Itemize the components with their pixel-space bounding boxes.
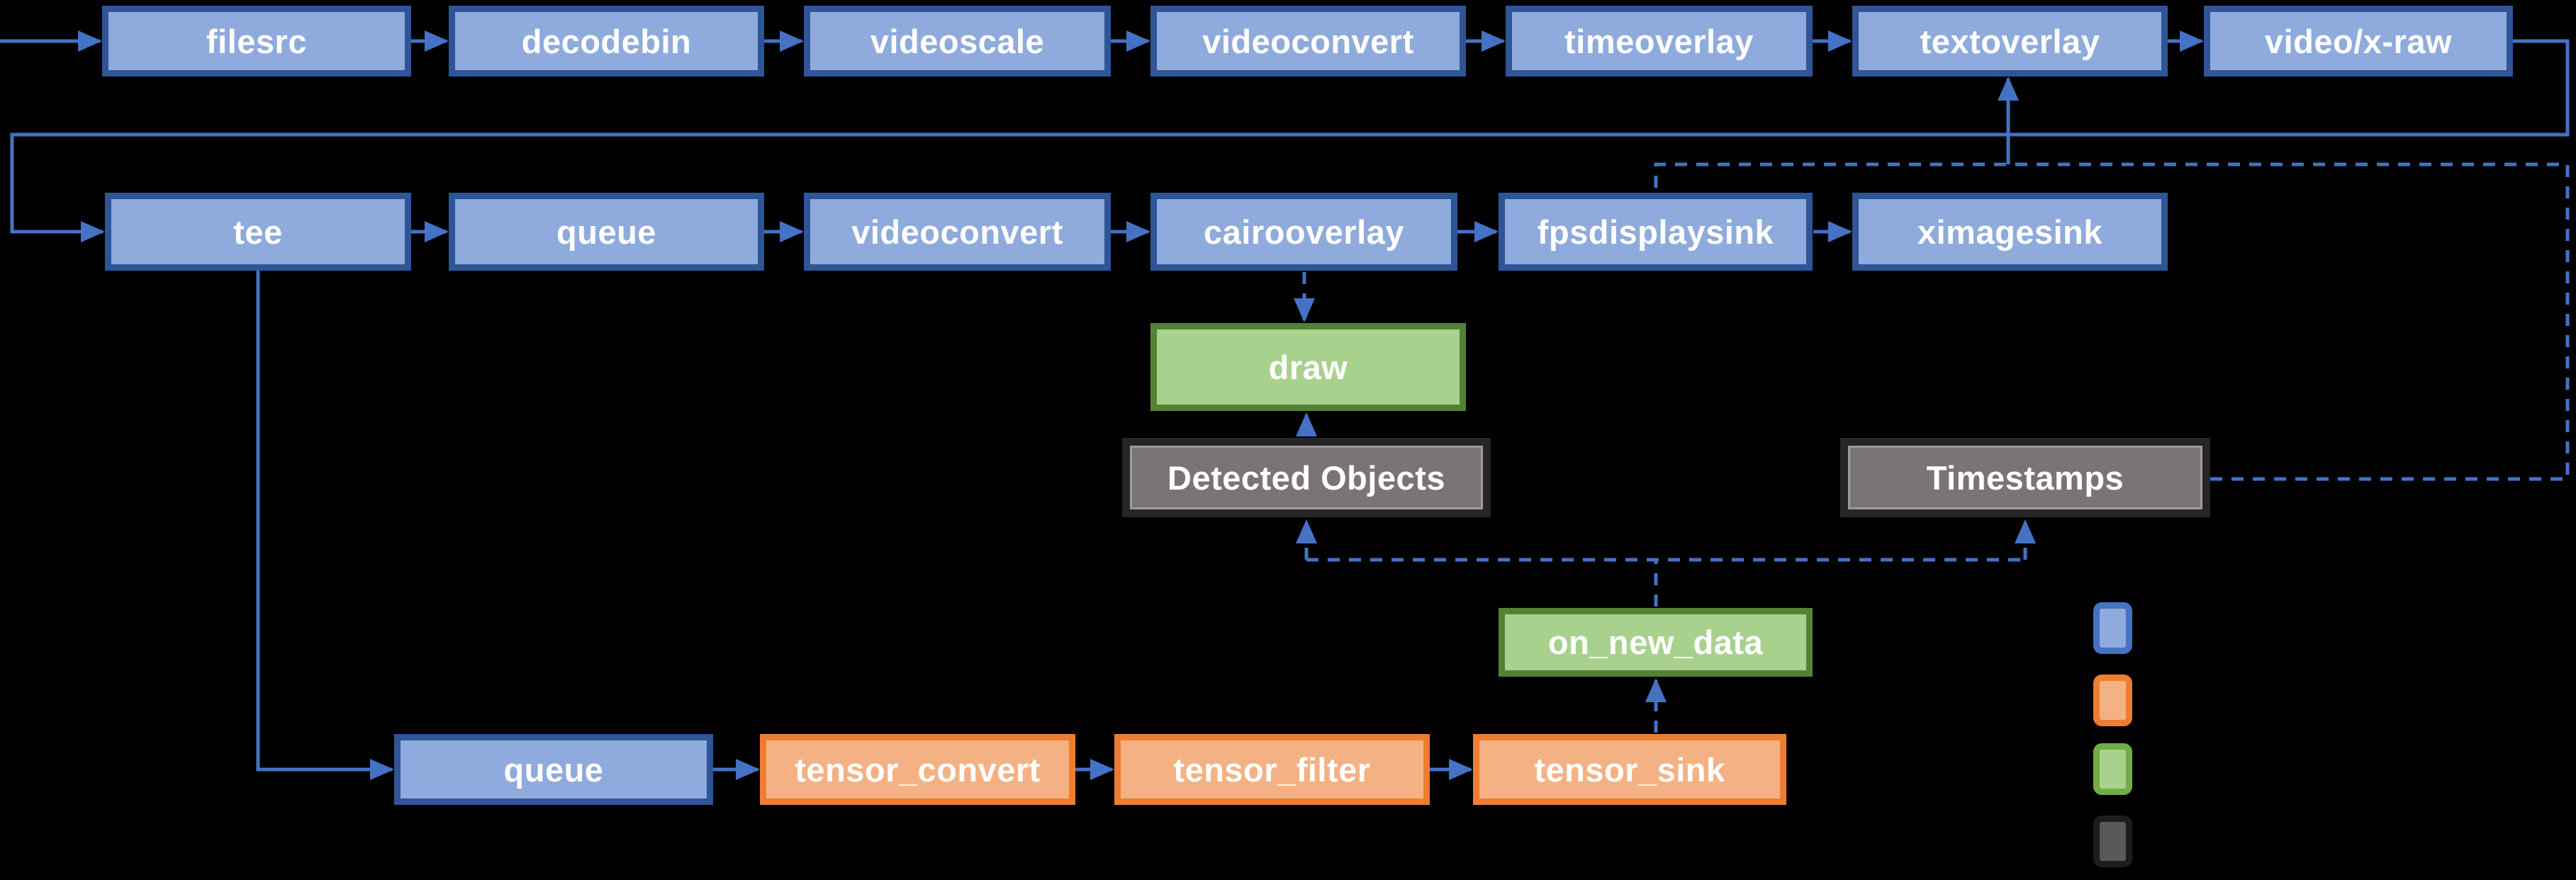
node-fpsdisplaysink: fpsdisplaysink [1499,193,1813,271]
node-tensor-filter: tensor_filter [1114,734,1430,805]
node-on-new-data-label: on_new_data [1547,624,1764,661]
node-filesrc: filesrc [102,6,411,77]
node-decodebin: decodebin [449,6,764,77]
legend-orange-swatch-icon [2093,675,2132,726]
edge-tee-queue2 [256,271,394,780]
node-videoconvert-2-label: videoconvert [851,213,1063,251]
node-textoverlay: textoverlay [1852,6,2168,77]
node-videoscale: videoscale [804,6,1111,77]
node-detected-objects: Detected Objects [1122,438,1491,517]
node-on-new-data: on_new_data [1499,608,1813,677]
node-videoconvert-1-label: videoconvert [1202,22,1414,60]
node-videoconvert-1: videoconvert [1150,6,1466,77]
node-ximagesink-label: ximagesink [1917,213,2103,251]
node-timeoverlay-label: timeoverlay [1564,22,1754,60]
node-cairooverlay-label: cairooverlay [1204,213,1404,251]
node-queue-2: queue [394,734,713,805]
node-queue-2-label: queue [503,750,604,789]
legend-green-swatch-icon [2093,743,2132,795]
node-queue-1-label: queue [556,213,656,251]
node-ximagesink: ximagesink [1852,193,2168,271]
node-tensor-convert-label: tensor_convert [795,750,1041,789]
node-videoconvert-2: videoconvert [804,193,1111,271]
node-videoscale-label: videoscale [870,22,1045,60]
node-tee: tee [105,193,411,271]
node-queue-1: queue [449,193,764,271]
node-tensor-convert: tensor_convert [760,734,1075,805]
node-draw: draw [1150,323,1466,411]
node-timeoverlay: timeoverlay [1506,6,1813,77]
node-decodebin-label: decodebin [521,22,692,60]
node-video-x-raw: video/x-raw [2204,6,2513,77]
node-textoverlay-label: textoverlay [1920,22,2100,60]
node-fpsdisplaysink-label: fpsdisplaysink [1537,213,1774,251]
node-tensor-filter-label: tensor_filter [1173,750,1371,789]
node-tensor-sink: tensor_sink [1473,734,1786,805]
node-filesrc-label: filesrc [206,22,307,60]
node-video-x-raw-label: video/x-raw [2264,22,2453,60]
node-detected-objects-label: Detected Objects [1167,458,1445,497]
node-timestamps: Timestamps [1840,438,2210,517]
node-cairooverlay: cairooverlay [1150,193,1457,271]
legend-blue-swatch-icon [2093,602,2132,654]
node-draw-label: draw [1268,348,1348,386]
node-tensor-sink-label: tensor_sink [1534,750,1725,789]
node-timestamps-label: Timestamps [1926,458,2124,497]
node-tee-label: tee [233,213,283,251]
legend-gray-swatch-icon [2093,816,2132,867]
